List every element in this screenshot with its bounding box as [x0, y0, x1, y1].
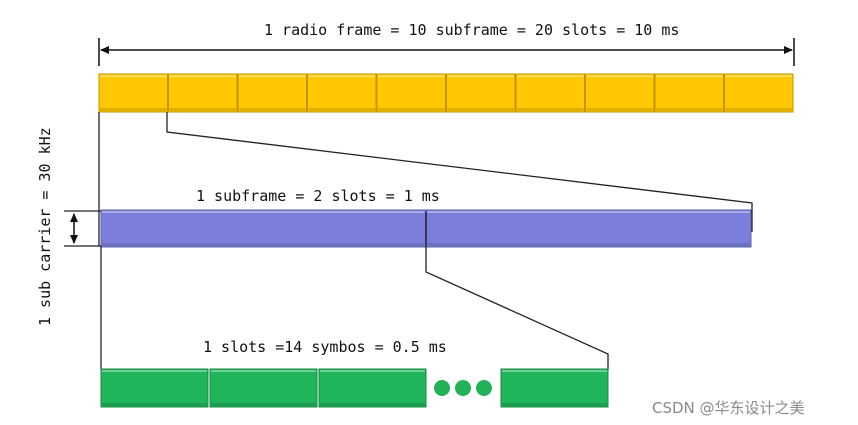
- subframe-block-shadow: [725, 108, 792, 111]
- radio-frame-row: [98, 73, 794, 113]
- subframe-block: [168, 73, 238, 113]
- symbol-block-last-highlight: [502, 370, 607, 372]
- symbol-block: [100, 368, 209, 408]
- ellipsis-dot: [434, 380, 450, 396]
- slot-block-highlight: [427, 211, 750, 213]
- subframe-block-shadow: [239, 108, 306, 111]
- symbol-block: [318, 368, 427, 408]
- subframe-block-shadow: [169, 108, 236, 111]
- symbol-block-highlight: [211, 370, 316, 372]
- subframe-block-shadow: [517, 108, 584, 111]
- subframe-block-shadow: [656, 108, 723, 111]
- subframe-block-highlight: [586, 75, 653, 77]
- subframe-block: [98, 73, 168, 113]
- ellipsis-dot: [476, 380, 492, 396]
- subframe-block-shadow: [100, 108, 167, 111]
- subframe-block-highlight: [308, 75, 375, 77]
- symbol-block-shadow: [102, 403, 207, 406]
- slot-block: [426, 209, 752, 248]
- subframe-block-highlight: [447, 75, 514, 77]
- ellipsis-dot: [455, 380, 471, 396]
- subframe-block: [376, 73, 446, 113]
- subframe-block-highlight: [100, 75, 167, 77]
- subframe-row: [100, 209, 752, 248]
- subframe-block: [237, 73, 307, 113]
- subcarrier-label: 1 sub carrier = 30 kHz: [36, 127, 54, 326]
- zoom-line-slot-right: [425, 212, 609, 370]
- symbol-block-shadow: [211, 403, 316, 406]
- symbol-block-shadow: [320, 403, 425, 406]
- symbol-block-highlight: [320, 370, 425, 372]
- zoom-line-subframe-right: [166, 112, 753, 232]
- slot-label: 1 slots =14 symbos = 0.5 ms: [203, 338, 447, 356]
- slot-block-highlight: [102, 211, 425, 213]
- subframe-block: [307, 73, 377, 113]
- subframe-block-highlight: [656, 75, 723, 77]
- subframe-block: [724, 73, 794, 113]
- symbol-block-last-shadow: [502, 403, 607, 406]
- subframe-block-highlight: [517, 75, 584, 77]
- subframe-block-highlight: [378, 75, 445, 77]
- subframe-block-highlight: [239, 75, 306, 77]
- symbol-block: [209, 368, 318, 408]
- subframe-block: [654, 73, 724, 113]
- subframe-block: [585, 73, 655, 113]
- subframe-label: 1 subframe = 2 slots = 1 ms: [196, 187, 440, 205]
- subframe-block-shadow: [378, 108, 445, 111]
- subframe-block-highlight: [725, 75, 792, 77]
- slot-symbol-row: [100, 368, 609, 408]
- symbol-block-last: [500, 368, 609, 408]
- watermark: CSDN @华东设计之美: [652, 399, 805, 417]
- subframe-block-shadow: [586, 108, 653, 111]
- subframe-block-highlight: [169, 75, 236, 77]
- subframe-block-shadow: [308, 108, 375, 111]
- slot-block-shadow: [102, 243, 425, 246]
- slot-block: [100, 209, 426, 248]
- subframe-block: [446, 73, 516, 113]
- subframe-block: [515, 73, 585, 113]
- radio-frame-label: 1 radio frame = 10 subframe = 20 slots =…: [264, 21, 680, 39]
- slot-block-shadow: [427, 243, 750, 246]
- symbol-block-highlight: [102, 370, 207, 372]
- subframe-block-shadow: [447, 108, 514, 111]
